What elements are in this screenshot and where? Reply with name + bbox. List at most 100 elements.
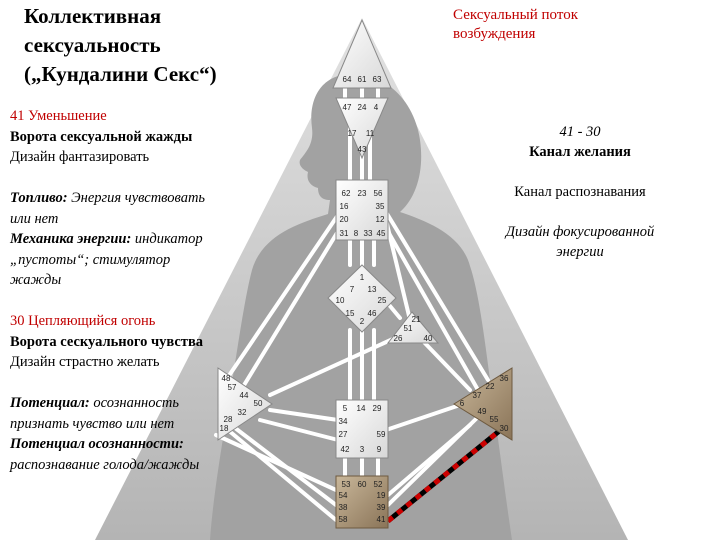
channel-description: 41 - 30 Канал желания Канал распознавани… (470, 122, 690, 262)
gate-13: 13 (368, 285, 377, 294)
gate-3: 3 (360, 445, 365, 454)
gate-48: 48 (222, 374, 231, 383)
potential-awareness-text: распознавание голода/жажды (10, 456, 200, 473)
gate-8: 8 (354, 229, 359, 238)
gate-34: 34 (339, 417, 348, 426)
gate-47: 47 (343, 103, 352, 112)
channel-41-30-dashes (386, 426, 505, 523)
gate41-name: Ворота сексуальной жажды (10, 128, 193, 145)
gate-24: 24 (358, 103, 367, 112)
sacral-center (335, 399, 389, 459)
gate-28: 28 (224, 415, 233, 424)
gate-46: 46 (368, 309, 377, 318)
gate-20: 20 (340, 215, 349, 224)
gate-29: 29 (373, 404, 382, 413)
head-center (332, 18, 392, 89)
gate-63: 63 (373, 75, 382, 84)
fuel-line: Топливо: Энергия чувствовать (10, 188, 260, 209)
potential-label: Потенциал: (10, 395, 90, 411)
gate-19: 19 (377, 491, 386, 500)
ego-center (386, 311, 440, 344)
gate-37: 37 (473, 391, 482, 400)
gate-1: 1 (360, 273, 365, 282)
channel-alt-name: Канал распознавания (514, 184, 646, 200)
gate-33: 33 (364, 229, 373, 238)
channel-design-line-2: энергии (556, 244, 604, 260)
gate-10: 10 (336, 296, 345, 305)
fuel-label: Топливо: (10, 190, 68, 206)
mechanics-line: Механика энергии: индикатор (10, 229, 260, 250)
gate-21: 21 (412, 315, 421, 324)
flow-label-line-1: Сексуальный поток (453, 7, 578, 23)
gate-51: 51 (404, 324, 413, 333)
gate-53: 53 (342, 480, 351, 489)
gate30-name: Ворота сескуального чувства (10, 333, 204, 350)
gate-11: 11 (366, 129, 375, 138)
gate-5: 5 (343, 404, 348, 413)
g-center (327, 264, 397, 333)
gate-32: 32 (238, 408, 247, 417)
gate-16: 16 (340, 202, 349, 211)
gate-7: 7 (350, 285, 355, 294)
gate-18: 18 (220, 424, 229, 433)
gate30-design: Дизайн страстно желать (10, 354, 160, 370)
gate-6: 6 (460, 399, 465, 408)
gate-58: 58 (339, 515, 348, 524)
slide-title: Коллективная сексуальность („Кундалини С… (24, 2, 217, 89)
gate-35: 35 (376, 202, 385, 211)
gate-12: 12 (376, 215, 385, 224)
ajna-center (335, 97, 389, 160)
gate-41: 41 (377, 515, 386, 524)
gate-54: 54 (339, 491, 348, 500)
gate-42: 42 (341, 445, 350, 454)
title-line-2: сексуальность (24, 33, 161, 57)
gate-61: 61 (358, 75, 367, 84)
gate-52: 52 (374, 480, 383, 489)
spleen-center (217, 367, 273, 441)
flow-label: Сексуальный поток возбуждения (453, 6, 578, 44)
potential-line: Потенциал: осознанность (10, 393, 260, 414)
gate41-title: 41 Уменьшение (10, 108, 107, 124)
gate-56: 56 (374, 189, 383, 198)
gate-59: 59 (377, 430, 386, 439)
gate-36: 36 (500, 374, 509, 383)
gate41-design: Дизайн фантазировать (10, 149, 150, 165)
gate-60: 60 (358, 480, 367, 489)
potential-awareness-label: Потенциал осознанности: (10, 436, 184, 452)
gate-49: 49 (478, 407, 487, 416)
fuel-text-2: или нет (10, 210, 59, 227)
gate-17: 17 (348, 129, 357, 138)
gate-45: 45 (377, 229, 386, 238)
gate-44: 44 (240, 391, 249, 400)
title-line-1: Коллективная (24, 4, 162, 28)
gate-40: 40 (424, 334, 433, 343)
channel-lines (214, 86, 490, 522)
gate-30: 30 (500, 424, 509, 433)
gate-22: 22 (486, 382, 495, 391)
mechanics-text-1: индикатор (131, 231, 203, 247)
mechanics-label: Механика энергии: (10, 231, 132, 247)
gate-39: 39 (377, 503, 386, 512)
title-line-3: („Кундалини Секс“) (24, 62, 217, 86)
gate-2: 2 (360, 317, 365, 326)
gate-31: 31 (340, 229, 349, 238)
solar-plexus-center[interactable] (453, 367, 513, 441)
mechanics-text-2: „пустоты“; стимулятор (10, 251, 171, 268)
potential-text-2: признать чувство или нет (10, 415, 175, 432)
gate-50: 50 (254, 399, 263, 408)
channel-gates: 41 - 30 (559, 124, 601, 140)
gate-14: 14 (357, 404, 366, 413)
gate-4: 4 (374, 103, 379, 112)
flow-label-line-2: возбуждения (453, 26, 536, 42)
throat-center (335, 179, 389, 241)
potential-text-1: осознанность (89, 395, 180, 411)
root-center[interactable] (335, 475, 389, 529)
gate-62: 62 (342, 189, 351, 198)
gate-labels: 64 61 63 47 24 4 17 11 43 62 23 56 16 35… (220, 75, 509, 524)
mechanics-text-3: жажды (10, 272, 62, 288)
gate-27: 27 (339, 430, 348, 439)
gate-38: 38 (339, 503, 348, 512)
gate-9: 9 (377, 445, 382, 454)
gate-23: 23 (358, 189, 367, 198)
channel-name: Канал желания (529, 144, 631, 160)
